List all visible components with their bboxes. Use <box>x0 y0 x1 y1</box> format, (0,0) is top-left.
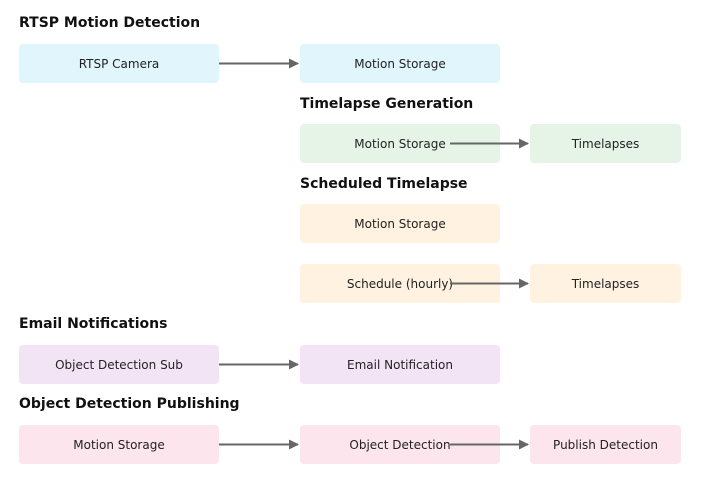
node-publish-detection: Publish Detection <box>530 425 681 464</box>
section-title-scheduled-timelapse: Scheduled Timelapse <box>300 176 468 192</box>
node-object-detection-sub: Object Detection Sub <box>19 345 219 384</box>
node-timelapses-scheduled: Timelapses <box>530 264 681 303</box>
node-rtsp-camera: RTSP Camera <box>19 44 219 83</box>
section-title-object-detection-publishing: Object Detection Publishing <box>19 396 240 412</box>
node-email-notification: Email Notification <box>300 345 500 384</box>
section-title-timelapse-generation: Timelapse Generation <box>300 96 474 112</box>
section-title-rtsp-motion-detection: RTSP Motion Detection <box>19 15 201 31</box>
node-motion-storage-publishing: Motion Storage <box>19 425 219 464</box>
section-title-email-notifications: Email Notifications <box>19 316 168 332</box>
node-timelapses-generation: Timelapses <box>530 124 681 163</box>
node-motion-storage-scheduled: Motion Storage <box>300 204 500 243</box>
node-motion-storage-rtsp: Motion Storage <box>300 44 500 83</box>
node-motion-storage-timelapse: Motion Storage <box>300 124 500 163</box>
